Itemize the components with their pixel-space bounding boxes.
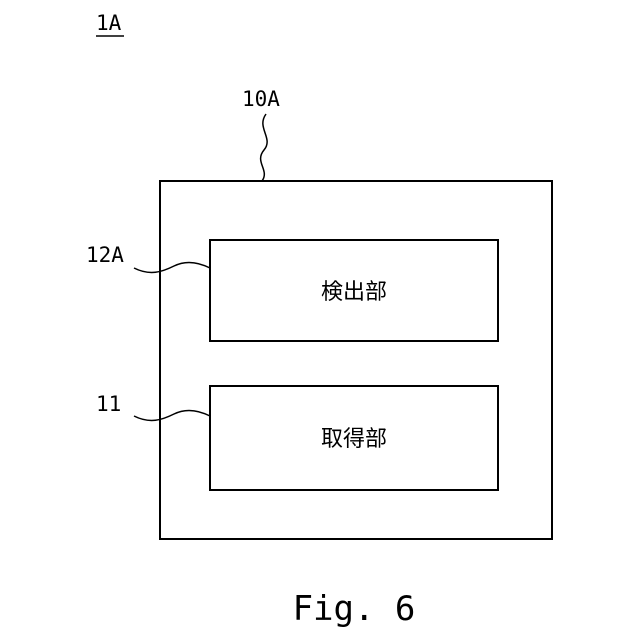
figure-caption: Fig. 6	[293, 589, 416, 629]
device-ref-leader	[261, 114, 268, 181]
detection-unit-label: 検出部	[321, 280, 387, 305]
figure-id-label: 1A	[96, 11, 122, 35]
device-ref-label: 10A	[242, 87, 280, 111]
component-leader-detection	[134, 262, 210, 272]
acquisition-unit-label: 取得部	[321, 427, 387, 452]
component-ref-label-detection: 12A	[86, 243, 124, 267]
component-ref-label-acquisition: 11	[96, 392, 121, 416]
component-leader-acquisition	[134, 410, 210, 420]
device-frame	[160, 181, 552, 539]
